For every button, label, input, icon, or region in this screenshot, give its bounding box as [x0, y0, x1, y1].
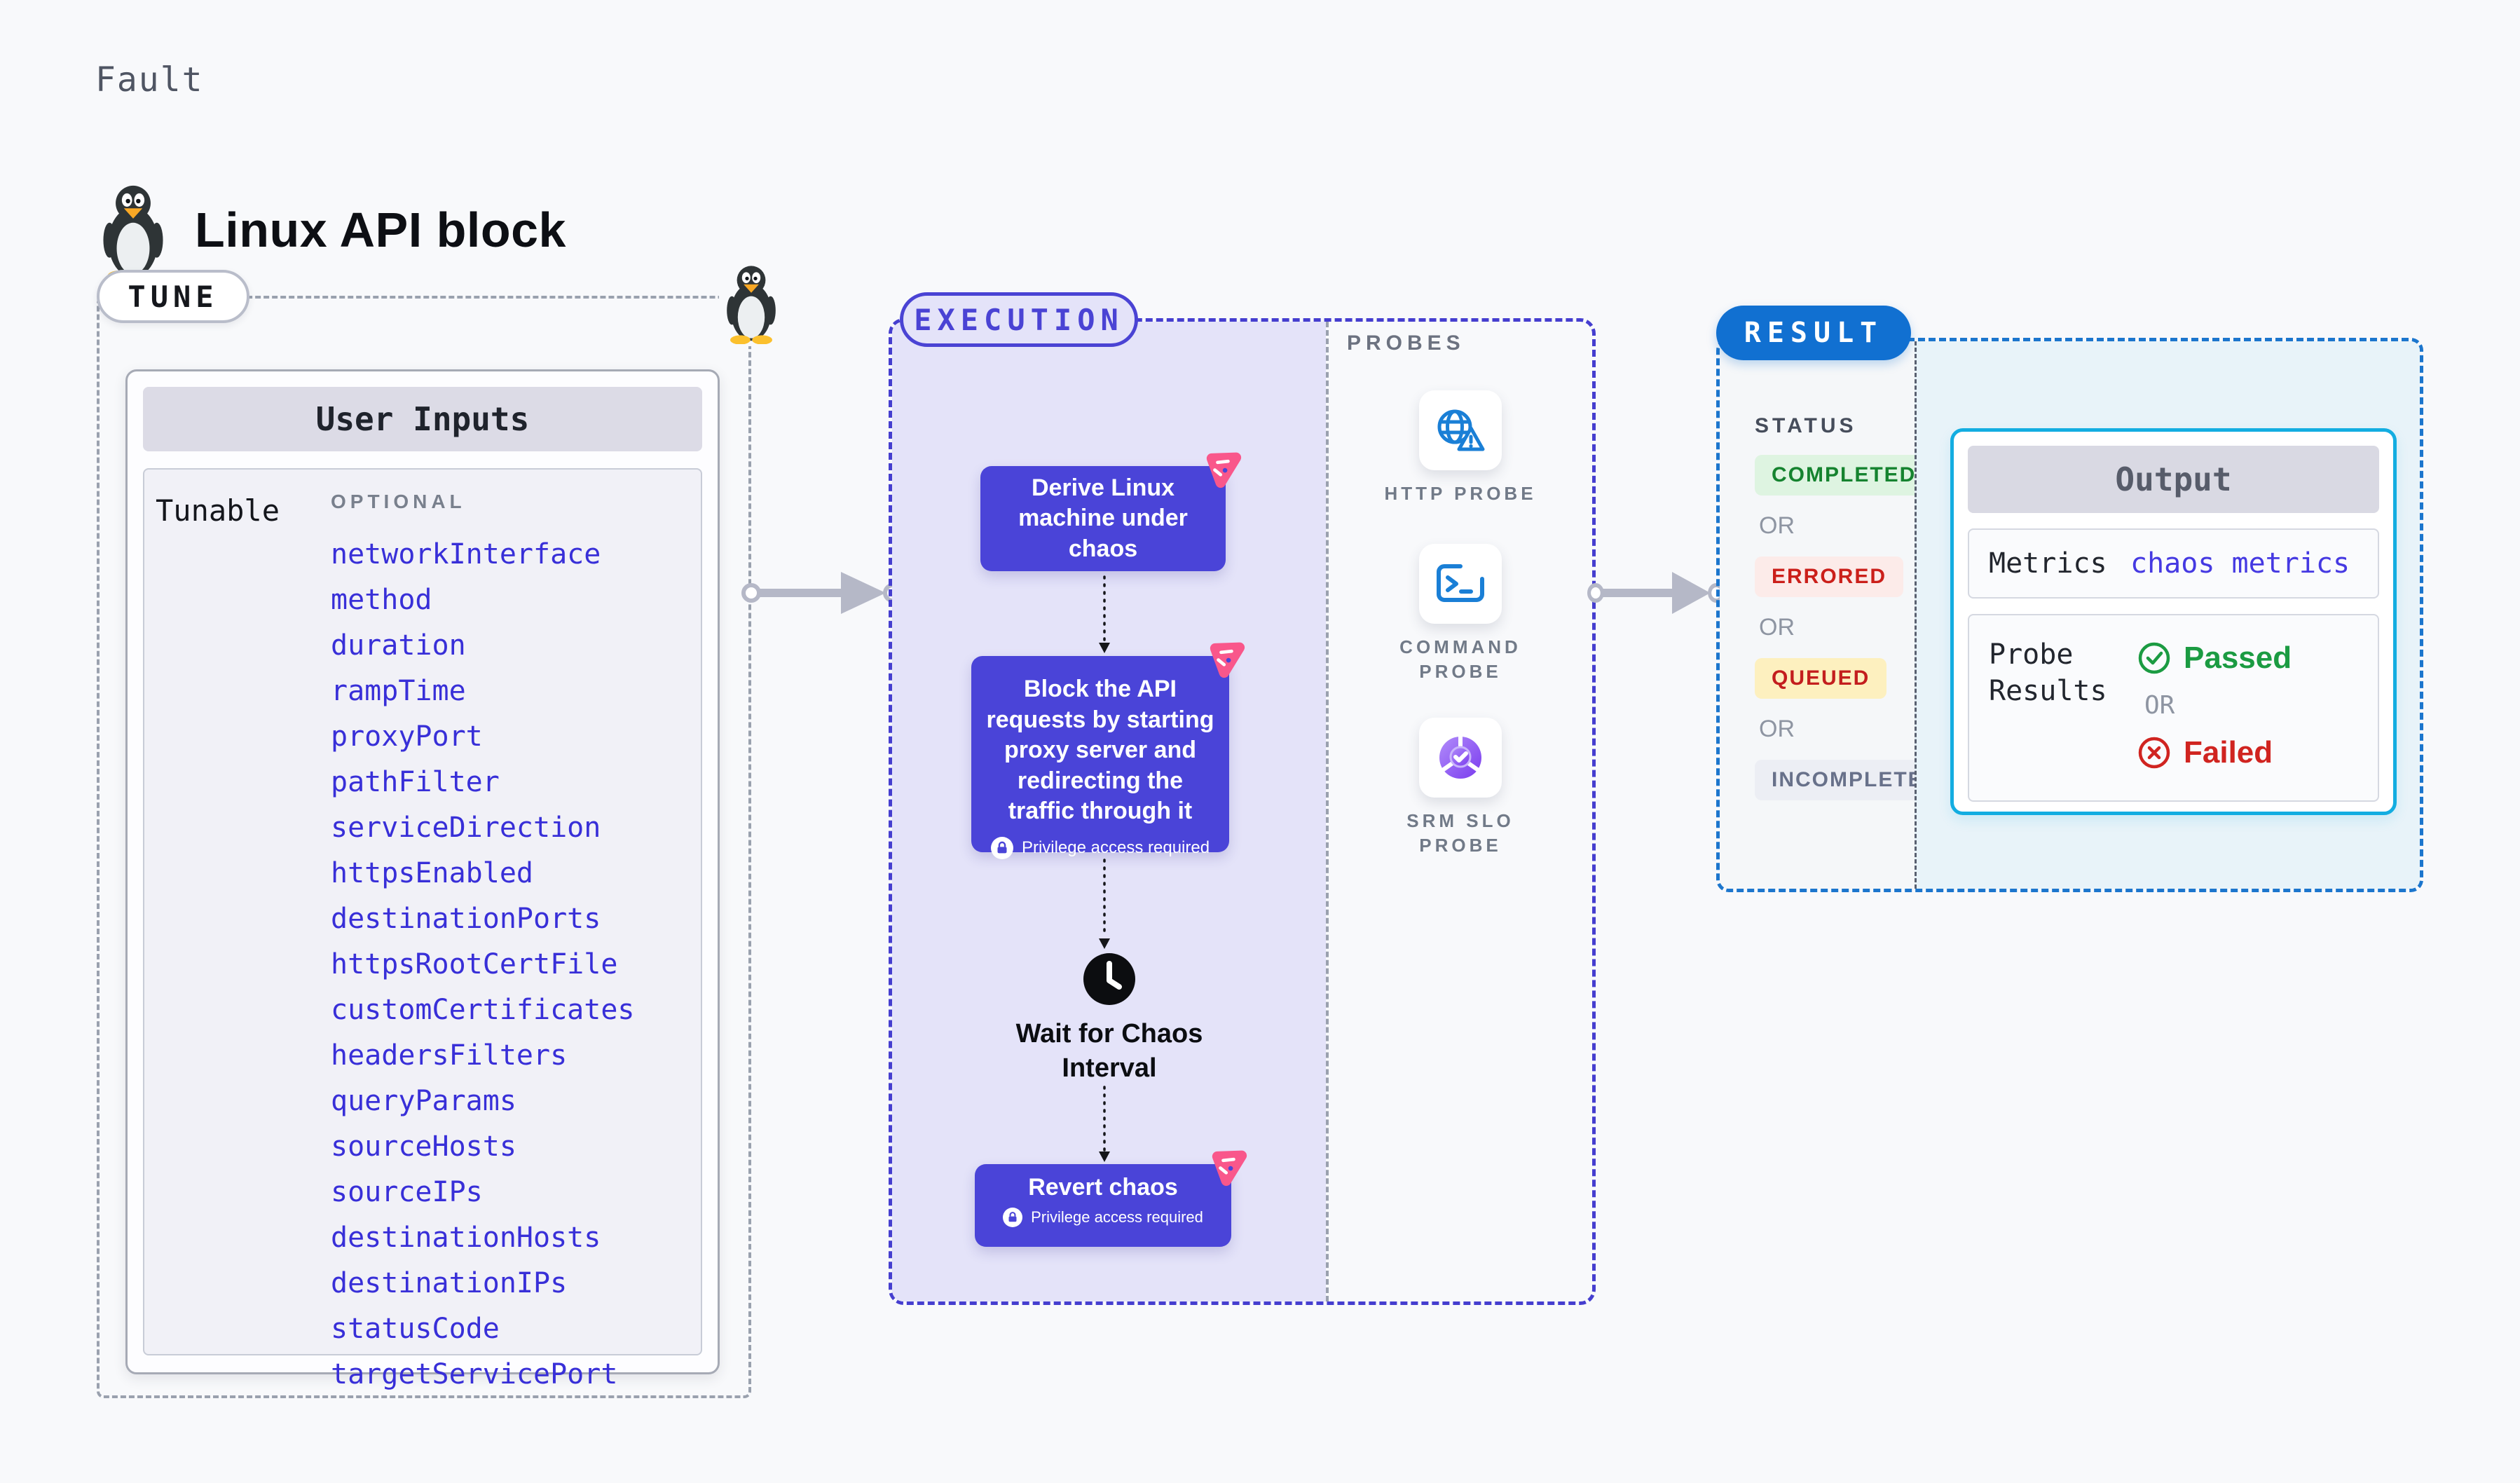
- flow-connector: [1099, 575, 1110, 653]
- or-label: OR: [1759, 716, 1795, 742]
- fault-eyebrow: Fault: [95, 60, 204, 100]
- header: Linux API block: [102, 177, 566, 283]
- user-inputs-table: Tunable OPTIONAL networkInterface method d…: [143, 468, 702, 1390]
- status-column: STATUS COMPLETED OR ERRORED OR QUEUED OR…: [1720, 341, 1957, 889]
- revert-step-label: Revert chaos: [1028, 1174, 1178, 1201]
- probe-results-row: Probe Results Passed OR: [1968, 614, 2379, 802]
- output-title: Output: [1968, 446, 2379, 513]
- privilege-note: Privilege access required: [1021, 838, 1210, 857]
- tunable-param: customCertificates: [331, 994, 635, 1026]
- tunable-param: headersFilters: [331, 1039, 568, 1072]
- metrics-value: chaos metrics: [2130, 547, 2350, 580]
- linux-penguin-icon-small: [719, 258, 783, 346]
- result-section: STATUS COMPLETED OR ERRORED OR QUEUED OR…: [1716, 338, 2423, 892]
- tunable-param: httpsRootCertFile: [331, 948, 618, 980]
- srm-slo-probe-card: [1419, 718, 1502, 798]
- http-probe-card: [1419, 390, 1502, 470]
- status-badge-queued: QUEUED: [1755, 658, 1887, 699]
- privilege-note: Privilege access required: [1031, 1208, 1203, 1226]
- execution-pill: EXECUTION: [900, 292, 1138, 347]
- execution-flow-area: Derive Linux machine under chaos Block t…: [892, 322, 1326, 1301]
- wait-step-label: Wait for Chaos Interval: [1015, 1019, 1203, 1084]
- result-pill: RESULT: [1716, 306, 1911, 360]
- tune-section: [97, 296, 751, 1398]
- probes-section-label: PROBES: [1347, 332, 1465, 355]
- passed-verdict: Passed: [2137, 641, 2292, 676]
- status-label: STATUS: [1755, 414, 1857, 437]
- slo-gauge-icon: [1439, 735, 1481, 779]
- tunable-param: destinationPorts: [331, 903, 601, 935]
- tunable-param: sourceHosts: [331, 1130, 516, 1163]
- tunable-param: sourceIPs: [331, 1176, 483, 1208]
- tune-pill: TUNE: [97, 270, 249, 323]
- user-inputs-title: User Inputs: [143, 387, 702, 451]
- output-card: Output Metrics chaos metrics Probe Resul…: [1950, 428, 2397, 815]
- tunable-param: targetServicePort: [331, 1358, 618, 1390]
- tunable-param: method: [331, 584, 432, 616]
- x-circle-icon: [2138, 737, 2170, 769]
- flow-connector: [1099, 1086, 1110, 1162]
- probe-verdicts: Passed OR Failed: [2137, 636, 2292, 800]
- probe-label: SRM SLO PROBE: [1406, 810, 1514, 856]
- tunable-param: destinationHosts: [331, 1222, 601, 1254]
- status-badge-completed: COMPLETED: [1755, 455, 1933, 496]
- or-label: OR: [1759, 512, 1795, 539]
- probe-results-label: Probe Results: [1989, 638, 2107, 707]
- tunable-param: httpsEnabled: [331, 857, 533, 889]
- or-label: OR: [2144, 691, 2175, 720]
- clock-icon: [1082, 952, 1137, 1006]
- linux-penguin-icon: [727, 266, 776, 344]
- terminal-icon: [1437, 564, 1484, 603]
- chaos-icon: [1199, 634, 1249, 685]
- flow-arrow-execution-to-result: [1587, 572, 1725, 614]
- tunable-param: proxyPort: [331, 720, 483, 753]
- privilege-badge: Privilege access required: [987, 1207, 1219, 1227]
- tunable-param: destinationIPs: [331, 1267, 568, 1299]
- metrics-label: Metrics: [1989, 547, 2107, 580]
- tunable-param: serviceDirection: [331, 812, 601, 844]
- flow-arrow-tune-to-execution: [741, 572, 903, 614]
- privilege-badge: Privilege access required: [984, 836, 1217, 859]
- execution-section: Derive Linux machine under chaos Block t…: [889, 318, 1596, 1305]
- probe-label: HTTP PROBE: [1384, 483, 1537, 504]
- lock-icon: [1003, 1207, 1023, 1227]
- failed-label: Failed: [2184, 735, 2273, 770]
- or-label: OR: [1759, 614, 1795, 641]
- page-title: Linux API block: [195, 203, 566, 257]
- flow-connector: [1099, 859, 1110, 949]
- failed-verdict: Failed: [2137, 735, 2292, 770]
- tunable-row-label: Tunable: [156, 493, 280, 528]
- globe-alert-icon: [1437, 409, 1485, 451]
- output-zone: Output Metrics chaos metrics Probe Resul…: [1915, 341, 2420, 889]
- block-step-label: Block the API requests by starting proxy…: [986, 676, 1214, 825]
- tunable-column: OPTIONAL networkInterface method duration r…: [331, 491, 694, 1390]
- probe-label: COMMAND PROBE: [1399, 636, 1521, 683]
- check-circle-icon: [2138, 642, 2170, 674]
- optional-column-label: OPTIONAL: [331, 491, 466, 512]
- derive-step-box: Derive Linux machine under chaos: [980, 466, 1226, 571]
- status-badge-errored: ERRORED: [1755, 556, 1904, 597]
- tunable-param: rampTime: [331, 675, 466, 707]
- param-list: networkInterface method duration rampTime pr…: [331, 538, 694, 1390]
- derive-step-label: Derive Linux machine under chaos: [1018, 474, 1188, 562]
- revert-step-box: Revert chaos Privilege access required: [975, 1164, 1231, 1247]
- chaos-icon: [1196, 444, 1246, 495]
- tunable-param: statusCode: [331, 1313, 500, 1345]
- command-probe-card: [1419, 544, 1502, 624]
- tunable-param: duration: [331, 629, 466, 662]
- tunable-param: networkInterface: [331, 538, 601, 570]
- lock-icon: [990, 836, 1013, 859]
- block-step-box: Block the API requests by starting proxy…: [971, 656, 1229, 859]
- status-badges: COMPLETED OR ERRORED OR QUEUED OR INCOMP…: [1755, 455, 1957, 800]
- metrics-row: Metrics chaos metrics: [1968, 528, 2379, 599]
- probes-area: PROBES HTTP PROBE: [1326, 322, 1592, 1301]
- passed-label: Passed: [2184, 641, 2292, 675]
- linux-penguin-icon: [103, 185, 163, 282]
- user-inputs-card: User Inputs Tunable OPTIONAL networkInte…: [125, 369, 720, 1390]
- tunable-param: pathFilter: [331, 766, 500, 798]
- chaos-icon: [1201, 1142, 1252, 1193]
- tunable-param: queryParams: [331, 1085, 516, 1117]
